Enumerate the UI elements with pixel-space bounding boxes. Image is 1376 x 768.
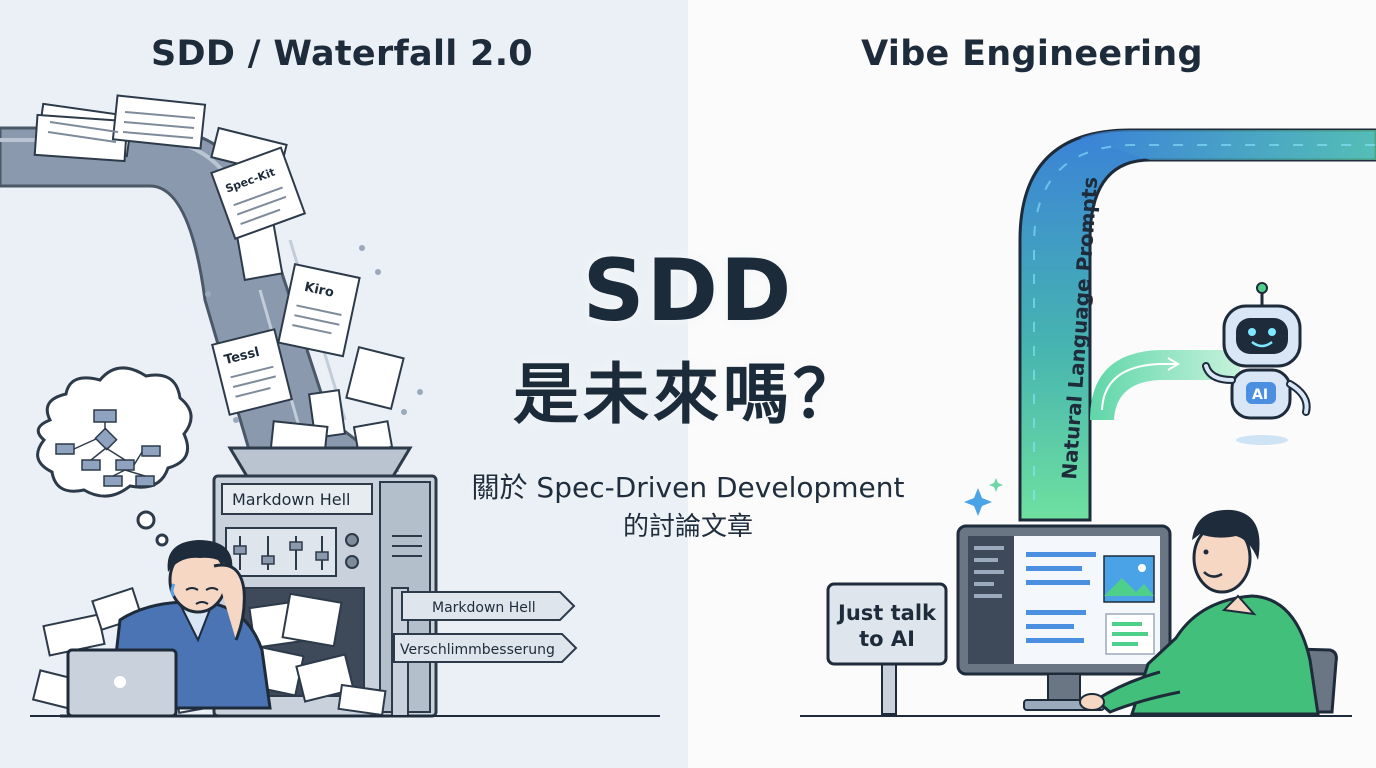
right-panel-heading: Vibe Engineering: [861, 34, 1203, 74]
signposts: Markdown Hell Verschlimmbesserung: [391, 587, 578, 717]
center-subtitle-line-2: 的討論文章: [622, 512, 753, 542]
thought-bubble-flowchart-icon: [36, 366, 193, 547]
branch-pipe: [1090, 350, 1240, 420]
sign-line-2: to AI: [859, 627, 915, 651]
just-talk-sign: Just talk to AI: [826, 582, 948, 715]
center-question: 是未來嗎？: [513, 356, 863, 433]
sparkle-icon: [964, 478, 1003, 516]
center-title: SDD: [582, 241, 794, 341]
paper-tessl: Tessl: [211, 328, 293, 416]
happy-developer: [1079, 509, 1320, 716]
robot-badge: AI: [1252, 387, 1268, 403]
paper-kiro: Kiro: [277, 263, 361, 358]
paper-label-kiro: Kiro: [303, 280, 335, 301]
signpost-markdown-hell: Markdown Hell: [432, 600, 536, 616]
paper-stack: [33, 94, 405, 458]
machine-label: Markdown Hell: [232, 490, 350, 509]
center-subtitle-line-1: 關於 Spec-Driven Development: [471, 471, 905, 504]
monitor-icon: [956, 524, 1172, 711]
paper-spec-kit: Spec-Kit: [210, 146, 307, 240]
left-panel-heading: SDD / Waterfall 2.0: [151, 34, 533, 74]
robot-icon: AI: [1202, 282, 1311, 445]
sign-line-1: Just talk: [836, 601, 937, 625]
signpost-verschlimmbesserung: Verschlimmbesserung: [400, 642, 555, 658]
